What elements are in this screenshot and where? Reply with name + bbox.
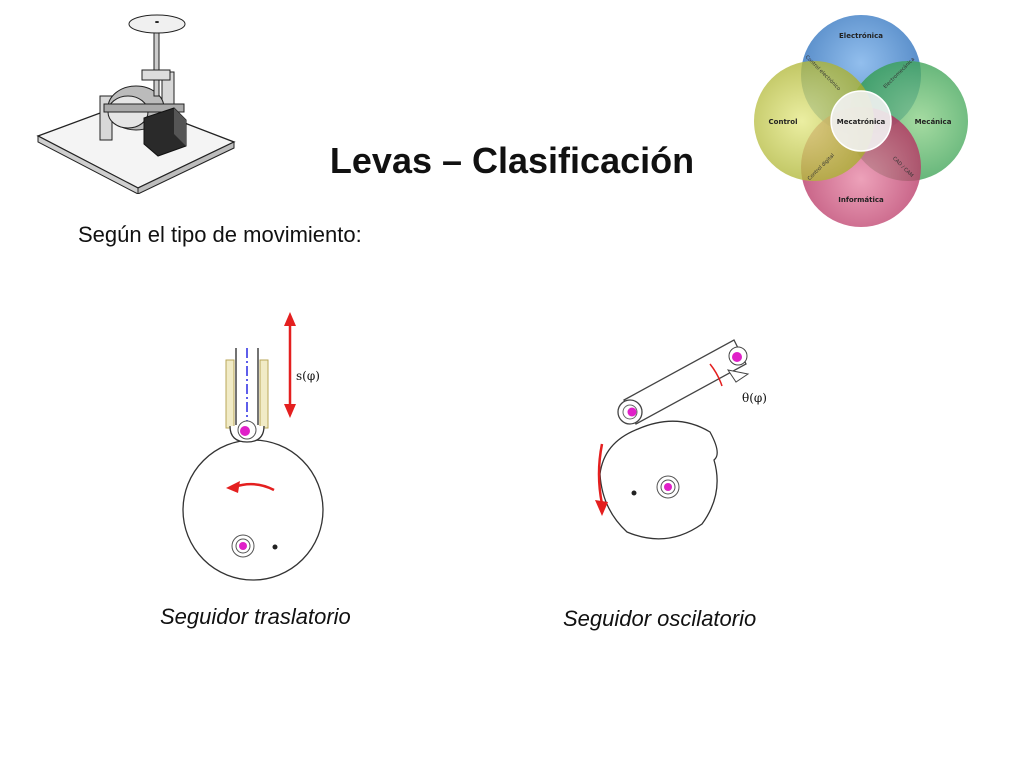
venn-label-mecanica: Mecánica — [915, 118, 952, 126]
venn-circle-control — [754, 61, 874, 181]
oscillating-follower-diagram: θ(φ) — [595, 339, 767, 540]
roller-pivot — [240, 426, 250, 436]
caption-translating-follower: Seguidor traslatorio — [160, 604, 351, 629]
displacement-symbol: s(φ) — [296, 369, 320, 383]
page-subtitle: Según el tipo de movimiento: — [78, 222, 362, 247]
cam-pivot — [664, 483, 672, 491]
venn-label-center: Mecatrónica — [837, 118, 886, 126]
cam-mechanism-icon — [36, 14, 236, 194]
cam-disk — [599, 420, 718, 540]
caption-oscillating-follower: Seguidor oscilatorio — [563, 606, 757, 631]
cam-disk — [182, 439, 324, 581]
arrow-icon — [226, 481, 275, 493]
arrow-icon — [595, 443, 608, 516]
venn-diagram-logo: Electrónica Mecánica Informática Control… — [754, 15, 968, 227]
venn-label-control: Control — [769, 118, 798, 126]
venn-label-electronica: Electrónica — [839, 32, 883, 40]
venn-label-informatica: Informática — [838, 196, 884, 204]
arm-pivot — [732, 352, 742, 362]
page-title: Levas – Clasificación — [329, 140, 695, 181]
cam-pivot — [239, 542, 247, 550]
translating-follower-diagram: s(φ) — [182, 312, 324, 581]
angle-symbol: θ(φ) — [742, 391, 767, 405]
roller-pivot — [627, 407, 637, 417]
arrow-icon — [284, 312, 296, 418]
